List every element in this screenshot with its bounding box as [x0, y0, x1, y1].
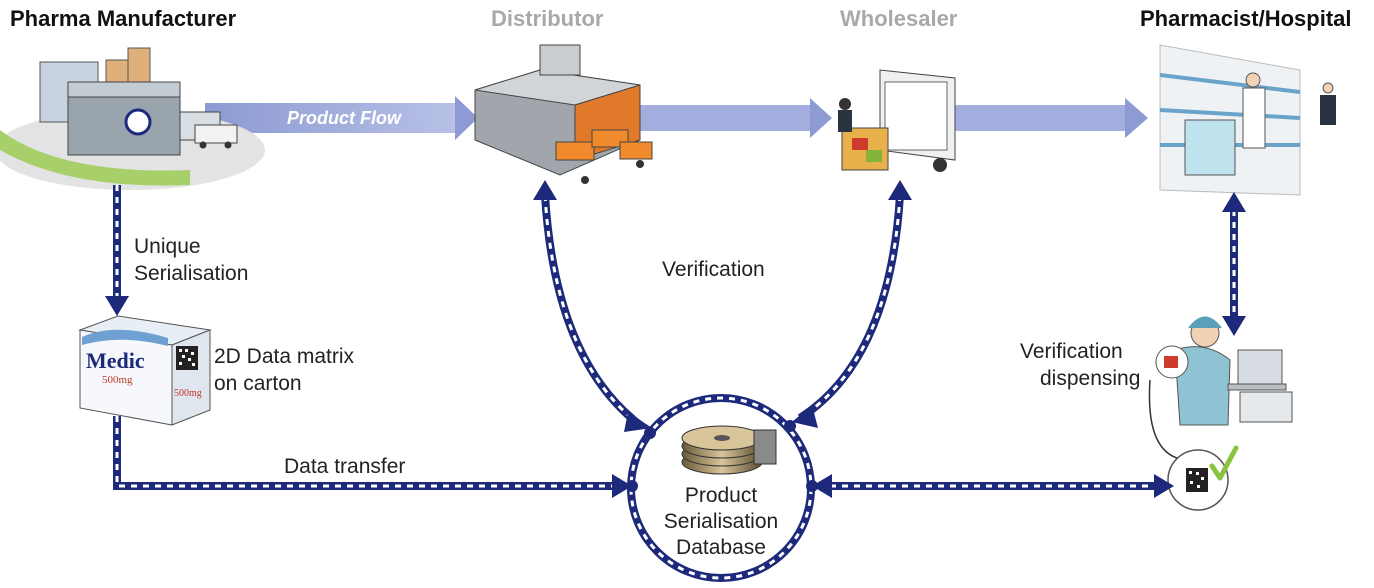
product-flow-band	[205, 96, 1148, 140]
verification-label: Verification	[662, 258, 765, 281]
database-label-line2: Serialisation	[663, 510, 779, 533]
database-disks-icon	[681, 425, 777, 475]
dispensing-illustration	[1155, 316, 1293, 426]
pharmacy-illustration	[1159, 44, 1336, 196]
database-label-line3: Database	[676, 536, 766, 559]
data-transfer-label: Data transfer	[284, 455, 406, 478]
database-label-line1: Product	[684, 484, 758, 507]
stage-manufacturer-title: Pharma Manufacturer	[10, 6, 237, 31]
arrowheads	[105, 180, 1246, 498]
factory-illustration	[0, 47, 265, 190]
carton-dose-side: 500mg	[174, 388, 202, 399]
truck-illustration	[838, 69, 956, 172]
scan-confirmation	[1148, 379, 1239, 511]
carton-dose-front: 500mg	[102, 374, 133, 386]
product-flow-label: Product Flow	[287, 108, 401, 128]
stage-wholesaler-title: Wholesaler	[840, 6, 958, 31]
verification-dispensing-label-line2: dispensing	[1040, 367, 1141, 390]
carton-illustration	[78, 315, 212, 426]
data-matrix-label-line1: 2D Data matrix	[214, 345, 355, 368]
verification-dispensing-label-line1: Verification	[1020, 340, 1123, 363]
data-matrix-label-line2: on carton	[214, 372, 302, 395]
carton-brand: Medic	[86, 348, 145, 373]
stage-distributor-title: Distributor	[491, 6, 604, 31]
stage-pharmacist-title: Pharmacist/Hospital	[1140, 6, 1352, 31]
unique-serialisation-label-line1: Unique	[134, 235, 201, 258]
warehouse-illustration	[474, 44, 653, 184]
unique-serialisation-label-line2: Serialisation	[134, 262, 249, 285]
